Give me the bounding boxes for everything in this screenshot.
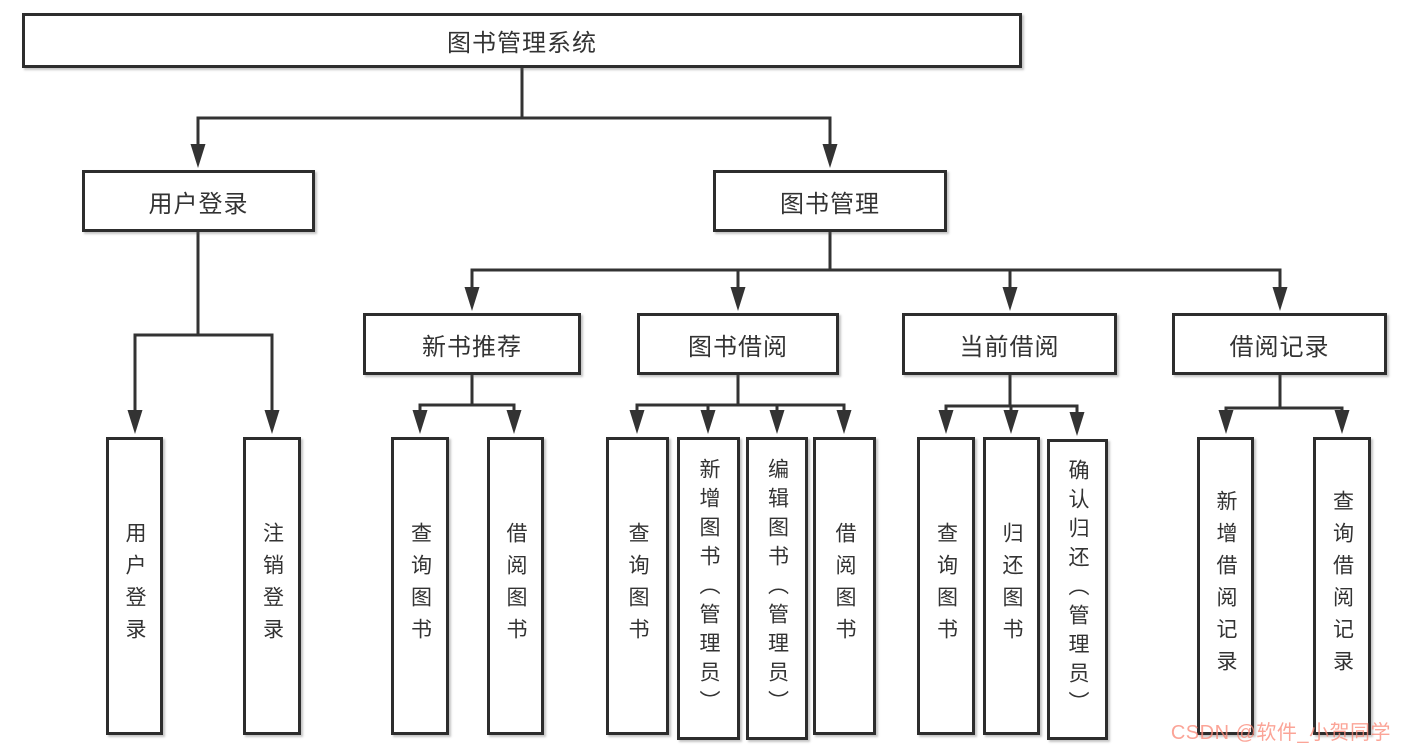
leaf-borrow-books: 借阅图书 bbox=[813, 437, 876, 735]
node-current-borrow: 当前借阅 bbox=[902, 313, 1117, 375]
leaf-label: 查询图书 bbox=[408, 522, 432, 650]
leaf-borrow-books-recommend: 借阅图书 bbox=[487, 437, 544, 735]
leaf-add-books-admin: 新增图书（管理员） bbox=[677, 437, 740, 740]
connector-user-login bbox=[133, 230, 274, 414]
node-user-login: 用户登录 bbox=[82, 170, 315, 232]
leaf-label: 查询图书 bbox=[626, 522, 649, 650]
leaf-query-borrow-record: 查询借阅记录 bbox=[1313, 437, 1371, 735]
node-user-login-label: 用户登录 bbox=[148, 190, 249, 218]
connector-book-borrow bbox=[635, 373, 846, 414]
node-book-borrow-label: 图书借阅 bbox=[688, 333, 788, 361]
leaf-label: 注销登录 bbox=[260, 522, 284, 650]
leaf-label: 归还图书 bbox=[1000, 522, 1023, 650]
connector-book-management bbox=[470, 230, 1282, 291]
leaf-logout: 注销登录 bbox=[243, 437, 301, 735]
leaf-label: 新增借阅记录 bbox=[1214, 490, 1237, 682]
node-new-book-recommend: 新书推荐 bbox=[363, 313, 581, 375]
leaf-confirm-return-admin: 确认归还（管理员） bbox=[1047, 439, 1108, 740]
connector-root bbox=[196, 66, 832, 148]
node-book-management-label: 图书管理 bbox=[780, 190, 880, 218]
connector-new-book bbox=[418, 373, 516, 414]
csdn-watermark: CSDN @软件_小贺同学 bbox=[1170, 722, 1391, 744]
arrowheads bbox=[127, 144, 1350, 436]
leaf-edit-books-admin: 编辑图书（管理员） bbox=[746, 437, 808, 740]
node-book-borrow: 图书借阅 bbox=[637, 313, 839, 375]
leaf-label: 借阅图书 bbox=[504, 522, 527, 650]
node-borrow-records: 借阅记录 bbox=[1172, 313, 1387, 375]
leaf-label: 用户登录 bbox=[123, 522, 146, 650]
leaf-query-books-recommend: 查询图书 bbox=[391, 437, 449, 735]
connector-current-borrow bbox=[944, 373, 1079, 414]
leaf-return-books: 归还图书 bbox=[983, 437, 1040, 735]
leaf-label: 查询借阅记录 bbox=[1330, 490, 1354, 682]
leaf-label: 借阅图书 bbox=[833, 522, 856, 650]
node-new-book-recommend-label: 新书推荐 bbox=[422, 333, 522, 361]
connector-borrow-records bbox=[1224, 373, 1344, 414]
leaf-label: 编辑图书（管理员） bbox=[765, 458, 789, 719]
leaf-add-borrow-record: 新增借阅记录 bbox=[1197, 437, 1254, 735]
leaf-query-books-current: 查询图书 bbox=[917, 437, 975, 735]
node-library-system: 图书管理系统 bbox=[22, 13, 1022, 68]
leaf-label: 查询图书 bbox=[934, 522, 958, 650]
node-book-management: 图书管理 bbox=[713, 170, 947, 232]
node-library-system-label: 图书管理系统 bbox=[447, 30, 597, 57]
leaf-label: 新增图书（管理员） bbox=[697, 458, 720, 719]
node-current-borrow-label: 当前借阅 bbox=[959, 333, 1060, 361]
node-borrow-records-label: 借阅记录 bbox=[1229, 333, 1330, 361]
leaf-user-login: 用户登录 bbox=[106, 437, 163, 735]
leaf-label: 确认归还（管理员） bbox=[1066, 459, 1089, 720]
leaf-query-books-borrow: 查询图书 bbox=[606, 437, 669, 735]
